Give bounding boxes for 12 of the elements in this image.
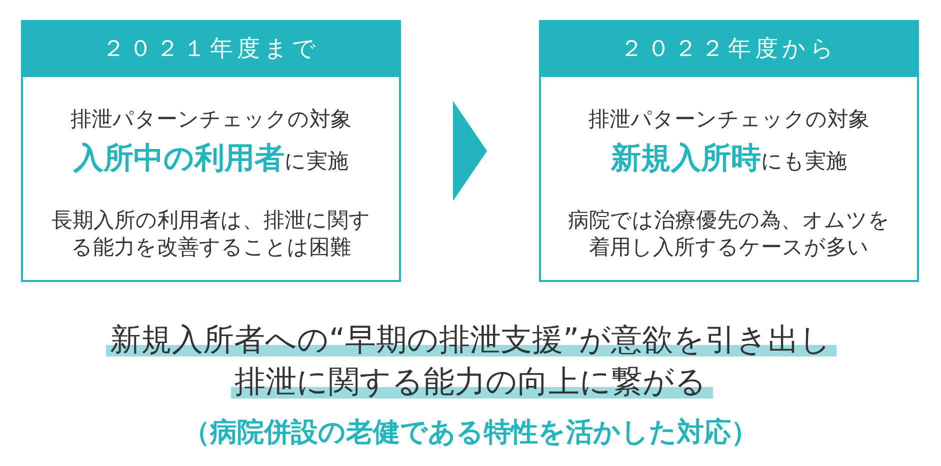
card-header: ２０２１年度まで (23, 22, 399, 77)
card-box (21, 20, 401, 282)
card-text: 新規入所時にも実施 (611, 140, 847, 178)
card-note: 病院では治療優先の為、オムツを着用し入所するケースが多い (567, 207, 891, 261)
card-text: 排泄パターンチェックの対象 (70, 106, 352, 133)
card-text: 排泄パターンチェックの対象 (588, 106, 870, 133)
card-note: 長期入所の利用者は、排泄に関する能力を改善することは困難 (50, 207, 372, 261)
card-box (539, 20, 919, 282)
card-header: ２０２２年度から (541, 22, 917, 77)
card-text: 入所中の利用者に実施 (74, 140, 348, 178)
note-text: （病院併設の老健である特性を活かした対応） (183, 416, 758, 450)
chevron-arrow (453, 101, 487, 201)
